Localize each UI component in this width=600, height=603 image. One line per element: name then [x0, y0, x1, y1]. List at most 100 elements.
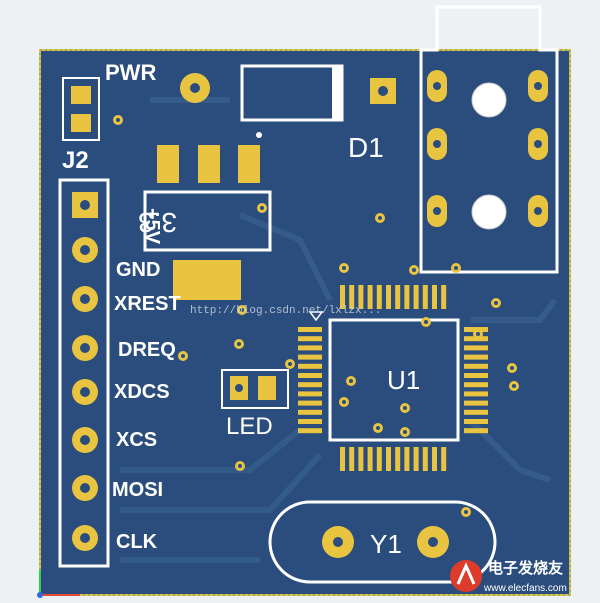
u1-outline [328, 318, 460, 442]
u1-pin-right [464, 336, 488, 342]
u1-pin-bottom [404, 447, 410, 471]
u1-pin1-marker [308, 311, 324, 322]
via-hole [181, 354, 185, 358]
u1-pin-right [464, 428, 488, 434]
u1-pin-left [298, 409, 322, 415]
u1-pin-bottom [376, 447, 382, 471]
u1-pin-top [441, 285, 447, 309]
u1-pin-top [349, 285, 355, 309]
via-hole [412, 268, 416, 272]
u1-pin-bottom [386, 447, 391, 471]
via-hole [238, 464, 242, 468]
u1-pin-right [464, 354, 488, 360]
via-hole [260, 206, 264, 210]
y1-pad-1-hole [333, 537, 343, 547]
via-hole [494, 301, 498, 305]
led-outline [221, 369, 289, 409]
via-hole [342, 400, 346, 404]
via-hole [342, 266, 346, 270]
pin-label-gnd: GND [116, 259, 160, 281]
u1-pin-right [464, 345, 488, 351]
y1-pad-2-hole [428, 537, 438, 547]
header-outline [58, 178, 110, 568]
u1-pin-bottom [432, 447, 437, 471]
plus5v-label: +5V [141, 208, 163, 245]
u1-pin-top [413, 285, 419, 309]
u1-pin-right [464, 419, 488, 424]
via-hole-pwr [190, 83, 200, 93]
u1-pin-left [298, 354, 322, 360]
header-pad-hole [80, 343, 90, 353]
u1-pin-right [464, 382, 488, 388]
u1-pin-bottom [349, 447, 355, 471]
pin-label-clk: CLK [116, 531, 158, 553]
header-pad-hole [80, 483, 90, 493]
pin-label-xdcs: XDCS [114, 381, 170, 403]
u1-pins [298, 285, 488, 471]
u1-pin-bottom [413, 447, 419, 471]
header-pad-1-hole [80, 200, 90, 210]
pin-labels: GND XREST DREQ XDCS XCS MOSI CLK [112, 259, 181, 553]
pwr-label: PWR [105, 60, 156, 85]
brand-name: 电子发烧友 [488, 559, 563, 577]
u1-pin-bottom [441, 447, 447, 471]
via-hole [403, 430, 407, 434]
y1-label: Y1 [370, 529, 402, 559]
via-hole [403, 406, 407, 410]
reg-top-pads [157, 145, 260, 183]
u1-pin-bottom [395, 447, 401, 471]
u1-label: U1 [387, 365, 420, 395]
via-hole [376, 426, 380, 430]
via-hole [512, 384, 516, 388]
via-hole [237, 342, 241, 346]
u1-pin-left [298, 345, 322, 351]
u1-pin-right [464, 363, 488, 369]
u1-pin-bottom [422, 447, 428, 471]
mount-hole-bottom [471, 194, 507, 230]
u1-pin-top [422, 285, 428, 309]
via-hole [116, 118, 120, 122]
vias [113, 115, 519, 517]
u1-pin-bottom [367, 447, 373, 471]
d1-pad-hole [378, 86, 388, 96]
u1-pin-left [298, 391, 322, 397]
u1-pin-top [358, 285, 364, 309]
header-pad-hole [80, 294, 90, 304]
pwr-outline [62, 77, 100, 141]
brand-domain: www.elecfans.com [483, 583, 567, 594]
pin-label-mosi: MOSI [112, 479, 163, 501]
u1-pin-right [464, 409, 488, 415]
u1-pin-left [298, 428, 322, 434]
reg-outline [143, 190, 272, 252]
brand-logo-mark [456, 562, 476, 585]
copper-pour-pattern [39, 49, 571, 596]
u1-pin-right [464, 391, 488, 397]
pwr-pad-1 [71, 86, 91, 104]
via-hole [240, 308, 244, 312]
u1-pin-top [367, 285, 373, 309]
connector-holes [433, 82, 542, 215]
led-pad-2 [258, 376, 276, 400]
u1-pin-left [298, 382, 322, 388]
led-label: LED [226, 413, 273, 440]
u1-pin-left [298, 336, 322, 342]
reg-pin1-dot [256, 132, 262, 138]
u1-pin-left [298, 419, 322, 424]
u1-pin-left [298, 363, 322, 369]
u1-pin-top [432, 285, 437, 309]
connector-outline [419, 5, 559, 274]
j2-label: J2 [62, 147, 89, 174]
header-pad-hole [80, 435, 90, 445]
header-pad-hole [80, 533, 90, 543]
u1-pin-left [298, 373, 322, 378]
d1-label: D1 [348, 132, 384, 163]
via-hole [464, 510, 468, 514]
u1-pin-left [298, 400, 322, 406]
u1-pin-top [395, 285, 401, 309]
u1-pin-right [464, 373, 488, 378]
via-hole [454, 266, 458, 270]
u1-pin-bottom [340, 447, 345, 471]
u1-pin-left [298, 327, 322, 332]
